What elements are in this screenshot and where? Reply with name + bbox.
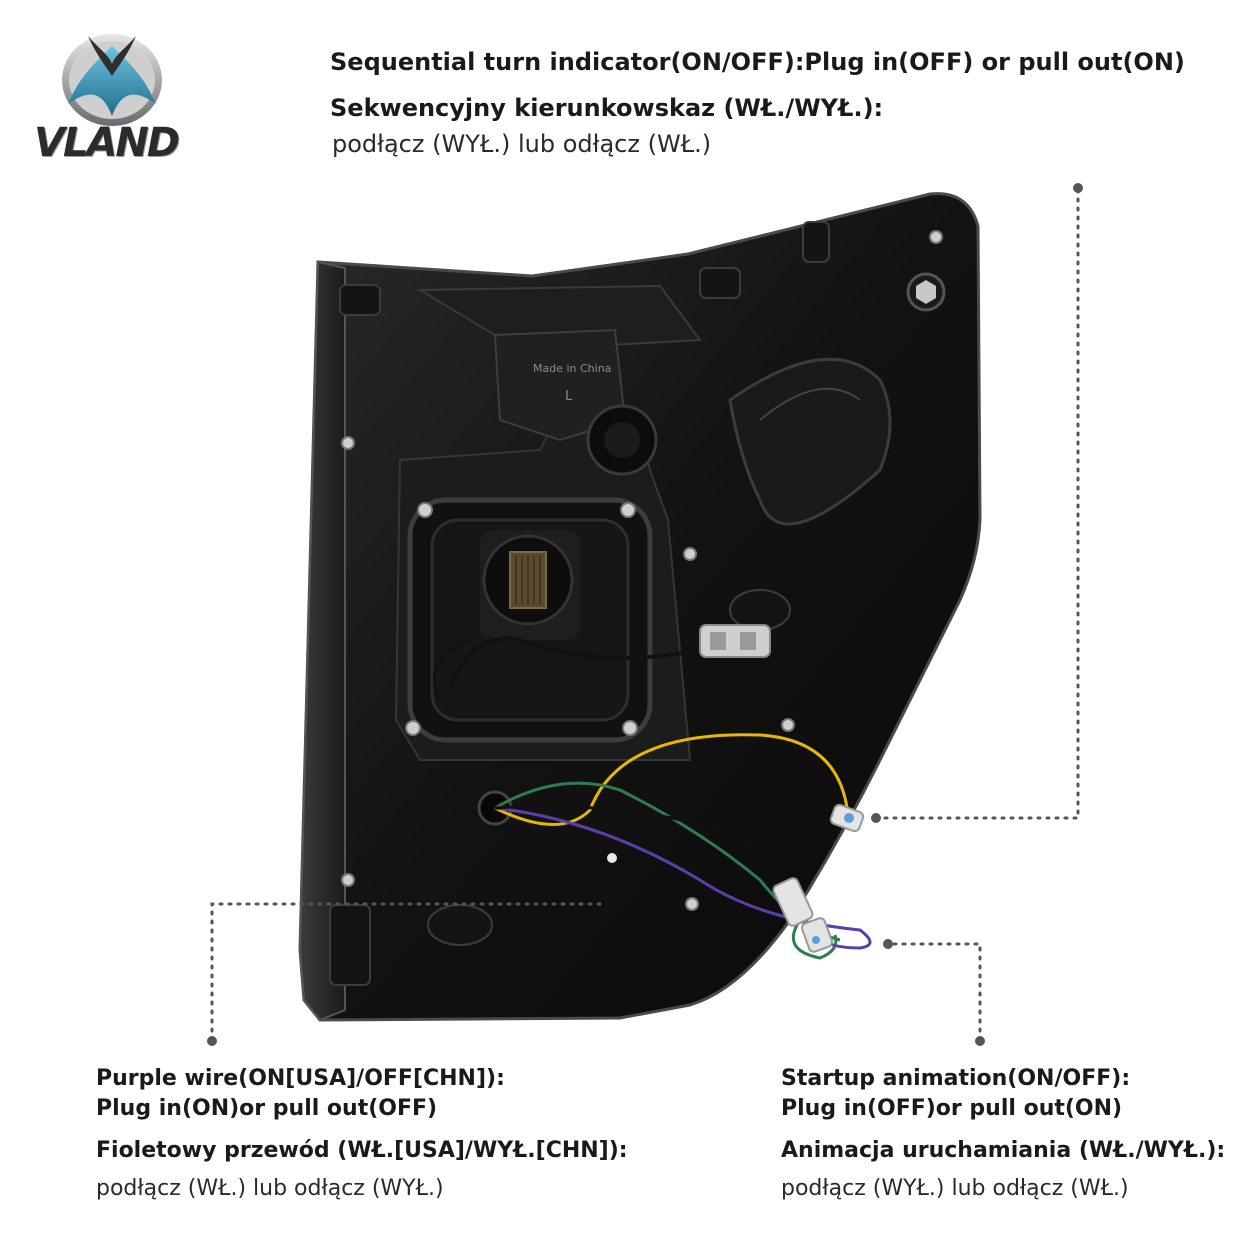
sequential-indicator-title-pl: Sekwencyjny kierunkowskaz (WŁ./WYŁ.): — [330, 94, 884, 122]
plug-connector-purple — [772, 877, 814, 927]
purple-wire-desc-pl: podłącz (WŁ.) lub odłącz (WYŁ.) — [96, 1176, 444, 1201]
startup-animation-title-en: Startup animation(ON/OFF): — [781, 1066, 1131, 1091]
sequential-indicator-desc-pl: podłącz (WYŁ.) lub odłącz (WŁ.) — [332, 130, 712, 158]
purple-wire-desc-en: Plug in(ON)or pull out(OFF) — [96, 1096, 438, 1121]
plug-connector-sequential — [801, 917, 833, 953]
side-marking: L — [565, 389, 573, 404]
yellow-wire — [494, 733, 850, 826]
purple-wire-title-pl: Fioletowy przewód (WŁ.[USA]/WYŁ.[CHN]): — [96, 1138, 628, 1163]
startup-animation-desc-pl: podłącz (WYŁ.) lub odłącz (WŁ.) — [781, 1176, 1129, 1201]
purple-wire-title-en: Purple wire(ON[USA]/OFF[CHN]): — [96, 1066, 505, 1091]
startup-animation-title-pl: Animacja uruchamiania (WŁ./WYŁ.): — [781, 1138, 1226, 1163]
made-in-china-marking: Made in China — [533, 362, 611, 375]
brand-wordmark: VLAND — [34, 120, 180, 166]
callout-leaders — [210, 188, 1080, 1042]
sequential-indicator-title-en: Sequential turn indicator(ON/OFF):Plug i… — [330, 48, 1185, 76]
mounting-screws — [341, 230, 943, 911]
green-wire-loop — [791, 919, 838, 960]
startup-animation-desc-en: Plug in(OFF)or pull out(ON) — [781, 1096, 1123, 1121]
vland-wing-logo-icon — [62, 34, 162, 126]
black-wire — [494, 804, 792, 891]
